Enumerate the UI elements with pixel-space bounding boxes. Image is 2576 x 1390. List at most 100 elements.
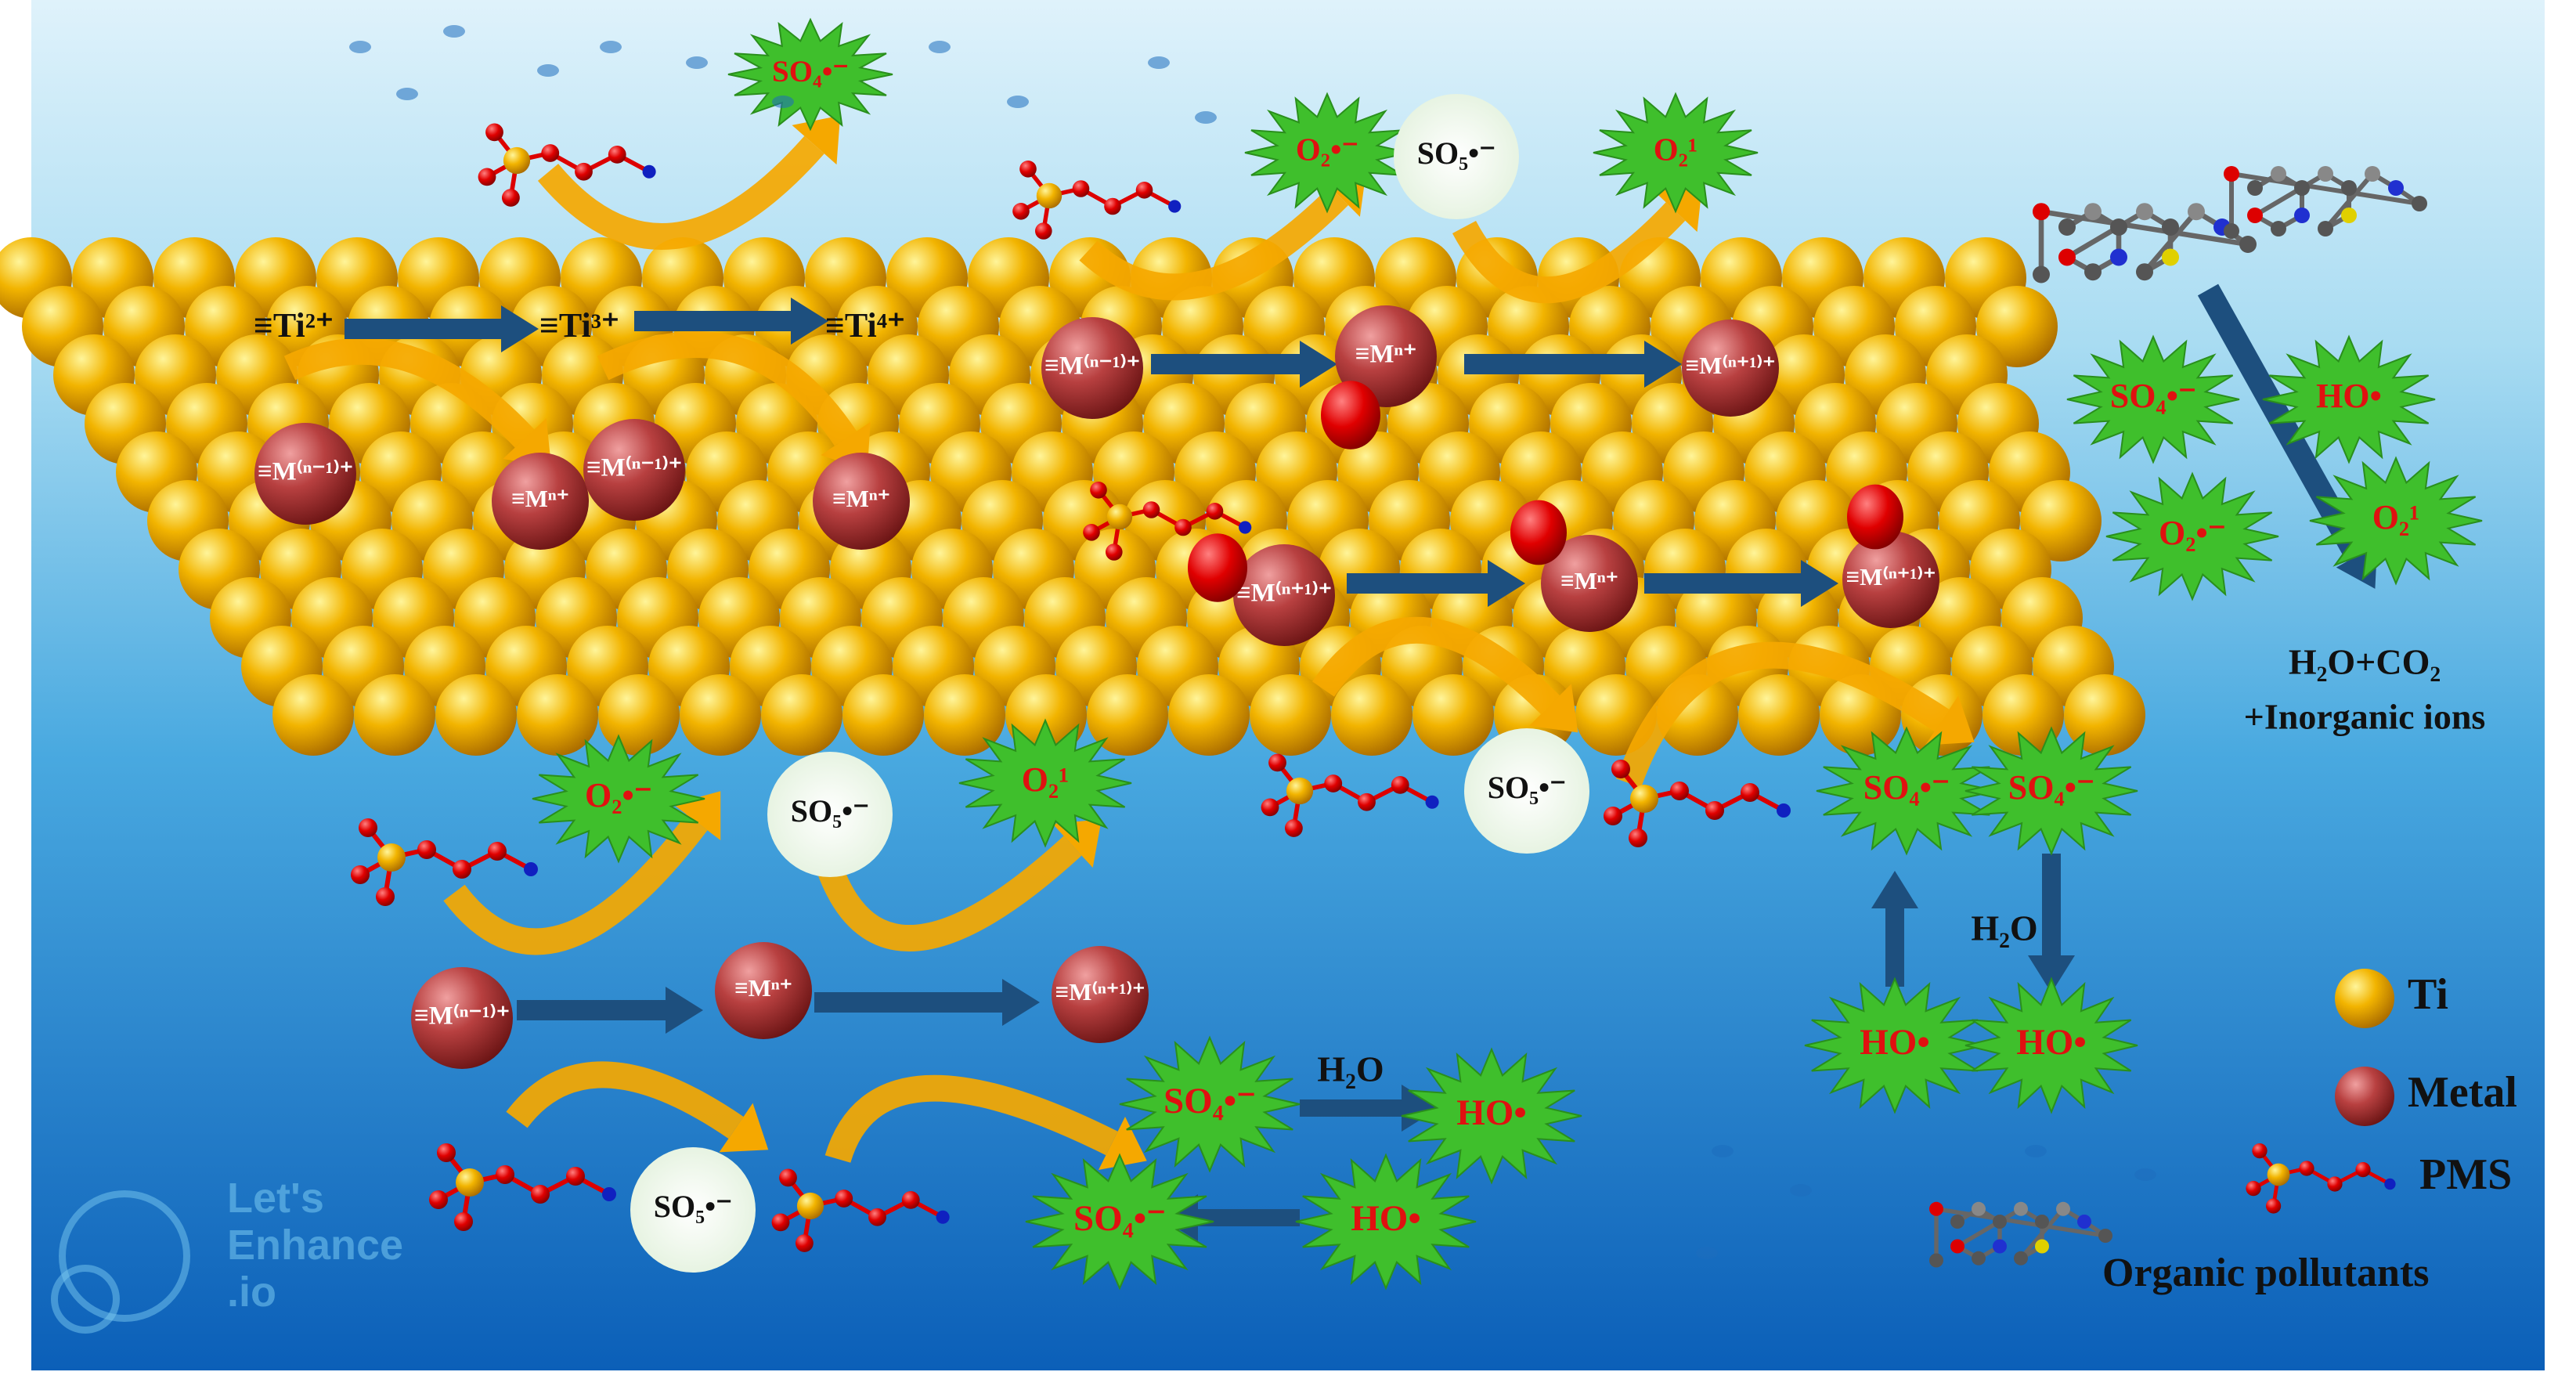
metal-label: ≡Mⁿ⁺ xyxy=(1355,341,1417,369)
metal-sphere xyxy=(1335,305,1437,407)
ti-sphere xyxy=(1983,674,2064,756)
sulfur-atom xyxy=(1106,504,1133,530)
atom xyxy=(1972,1251,1986,1265)
metal-sphere xyxy=(583,419,685,521)
atom xyxy=(2035,1215,2049,1229)
oxygen-atom xyxy=(496,1165,514,1184)
oxygen-atom xyxy=(2266,1198,2282,1214)
pollutant-molecule xyxy=(2033,203,2257,283)
dark-arrowhead xyxy=(1801,560,1838,607)
bubble-shape xyxy=(1394,94,1519,219)
metal-sphere xyxy=(1233,544,1335,646)
ti-sphere xyxy=(680,674,761,756)
radical-label: O₂¹ xyxy=(2372,498,2420,536)
metal-sphere xyxy=(813,453,910,550)
water-droplet xyxy=(2025,1145,2047,1157)
sulfur-atom xyxy=(796,1192,824,1220)
orange-arrow xyxy=(1615,641,1950,788)
oxygen-atom xyxy=(1268,753,1286,772)
metal-site: ≡M⁽ⁿ⁻¹⁾⁺ xyxy=(1041,317,1143,419)
star-shape xyxy=(1816,726,1997,856)
ti-sphere xyxy=(272,674,354,756)
atom xyxy=(2247,208,2263,223)
oxygen-atom xyxy=(1142,501,1160,518)
water-droplet xyxy=(600,41,622,53)
sulfur-atom xyxy=(503,146,531,175)
metal-site: ≡M⁽ⁿ⁻¹⁾⁺ xyxy=(254,423,356,525)
oxygen-atom xyxy=(1847,484,1903,550)
atom xyxy=(1929,1253,1943,1268)
atom xyxy=(2224,223,2239,239)
oxygen-atom xyxy=(429,1190,448,1209)
radical-star: O₂•⁻ xyxy=(1244,92,1410,214)
metal-sphere xyxy=(715,942,812,1039)
species-bubble: SO₅•⁻ xyxy=(1464,728,1589,854)
atom xyxy=(2162,218,2179,236)
metal-site: ≡Mⁿ⁺ xyxy=(1335,305,1437,407)
metal-label: ≡M⁽ⁿ⁻¹⁾⁺ xyxy=(586,454,682,482)
star-shape xyxy=(1964,977,2138,1114)
orange-arrowhead xyxy=(719,1103,769,1153)
radical-star: HO• xyxy=(1964,977,2138,1114)
oxygen-atom xyxy=(1324,774,1343,792)
oxygen-atom xyxy=(1391,776,1409,794)
watermark-logo-icon xyxy=(59,1190,190,1322)
radical-star: O₂¹ xyxy=(958,718,1132,848)
watermark-line1: Let's xyxy=(227,1175,324,1222)
metal-site: ≡Mⁿ⁺ xyxy=(715,942,812,1039)
oxygen-atom xyxy=(1285,819,1303,837)
pms-molecule xyxy=(478,123,656,207)
oxygen-atom xyxy=(478,168,496,186)
water-droplet xyxy=(1790,1184,1812,1197)
atom xyxy=(2388,180,2404,196)
water-droplet xyxy=(349,41,371,53)
metal-sphere xyxy=(1541,535,1638,632)
bond xyxy=(2019,1208,2065,1260)
metal-label: ≡M⁽ⁿ⁺¹⁾⁺ xyxy=(1846,563,1936,590)
orange-arrowhead xyxy=(1052,819,1102,868)
water-droplet xyxy=(1148,56,1170,69)
bond xyxy=(2231,171,2420,206)
atom xyxy=(2110,248,2127,266)
water-droplet xyxy=(686,56,708,69)
dark-arrows xyxy=(345,283,2378,1241)
radical-star: O₂¹ xyxy=(1593,92,1759,214)
ti-sphere xyxy=(842,674,924,756)
atom xyxy=(2136,263,2153,281)
radical-star: HO• xyxy=(1401,1047,1582,1185)
orange-arrows xyxy=(283,115,1975,1170)
pms-molecule xyxy=(2246,1143,2396,1214)
orange-arrow xyxy=(537,135,824,251)
pms-molecule xyxy=(1261,753,1439,837)
metal-label: ≡Mⁿ⁺ xyxy=(832,485,890,512)
oxygen-atom xyxy=(1083,524,1100,541)
star-shape xyxy=(958,718,1132,848)
metal-site: ≡M⁽ⁿ⁺¹⁾⁺ xyxy=(1682,320,1779,417)
metal-label: ≡M⁽ⁿ⁺¹⁾⁺ xyxy=(1686,352,1776,379)
metal-label: ≡M⁽ⁿ⁻¹⁾⁺ xyxy=(414,1002,510,1031)
orange-arrow xyxy=(1079,186,1349,301)
ti-sphere xyxy=(1331,674,1412,756)
oxygen-atom xyxy=(454,1212,473,1231)
pms-molecules xyxy=(351,123,2427,1268)
bond xyxy=(2253,171,2327,218)
atom xyxy=(1950,1239,1964,1254)
radical-label: O₂•⁻ xyxy=(585,776,652,814)
oxygen-atom xyxy=(351,865,370,884)
dark-arrowhead xyxy=(791,298,828,345)
radical-star: SO₄•⁻ xyxy=(727,17,893,132)
ti-sphere xyxy=(517,674,598,756)
radical-label: SO₄•⁻ xyxy=(1164,1081,1256,1121)
metal-sphere xyxy=(492,453,589,550)
radical-label: HO• xyxy=(1351,1198,1421,1239)
hydrogen-atom xyxy=(1425,795,1439,809)
oxygen-atom xyxy=(437,1143,456,1162)
dark-arrowhead xyxy=(1644,341,1682,388)
atom xyxy=(2247,180,2263,196)
star-shape xyxy=(1244,92,1410,214)
ti-sphere xyxy=(1738,674,1820,756)
oxygen-atom xyxy=(1206,503,1224,520)
sulfur-atom xyxy=(456,1168,484,1197)
radical-label: HO• xyxy=(2016,1022,2087,1063)
oxygen-atom xyxy=(1012,203,1030,220)
